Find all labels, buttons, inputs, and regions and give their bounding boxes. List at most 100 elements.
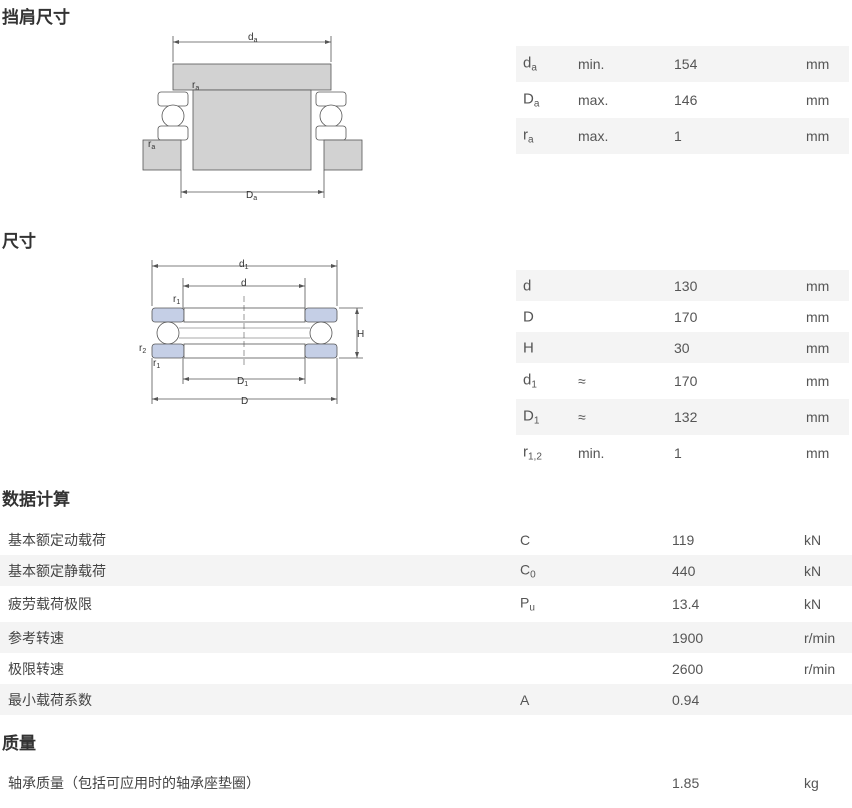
calc-label: 极限转速 xyxy=(8,661,64,678)
param-symbol: d1 xyxy=(523,372,537,391)
table-row: 疲劳载荷极限 Pu 13.4 kN xyxy=(0,586,852,622)
mass-table: 轴承质量（包括可应用时的轴承座垫圈） 1.85 kg xyxy=(0,765,852,801)
param-unit: mm xyxy=(806,277,830,294)
symbol-main: C xyxy=(520,561,531,577)
calc-value: 2600 xyxy=(672,660,704,677)
section-title-dimensions: 尺寸 xyxy=(2,232,36,252)
symbol-main: d xyxy=(523,54,532,72)
symbol-subscript: 0 xyxy=(530,569,536,580)
param-symbol: ra xyxy=(523,127,534,146)
calc-unit: kN xyxy=(804,531,822,548)
param-symbol: Pu xyxy=(520,595,535,614)
param-unit: mm xyxy=(806,92,830,108)
symbol-main: P xyxy=(520,594,530,611)
table-row: D1 ≈132 mm xyxy=(516,399,849,435)
symbol-subscript: a xyxy=(528,134,534,146)
param-unit: mm xyxy=(806,373,830,389)
symbol-subscript: 1 xyxy=(531,379,537,391)
section-title-mass: 质量 xyxy=(2,734,36,754)
label-r1-top: r1 xyxy=(173,294,180,306)
mass-value: 1.85 xyxy=(672,775,700,791)
table-row: d1 ≈170 mm xyxy=(516,363,849,399)
mass-unit: kg xyxy=(804,775,819,791)
param-value: 132 xyxy=(674,409,698,425)
param-value: 130 xyxy=(674,277,698,294)
section-title-abutment: 挡肩尺寸 xyxy=(2,8,70,28)
param-symbol: C0 xyxy=(520,561,536,580)
symbol-main: C xyxy=(520,531,531,548)
param-value: 30 xyxy=(674,339,690,356)
symbol-main: D xyxy=(523,308,534,325)
param-value: 154 xyxy=(674,56,698,72)
label-r2-bottom: r2 xyxy=(139,343,146,355)
calc-value: 13.4 xyxy=(672,596,700,612)
param-unit: mm xyxy=(806,56,830,72)
table-row: 极限转速 2600 r/min xyxy=(0,653,852,684)
symbol-subscript: a xyxy=(531,62,537,74)
symbol-subscript: u xyxy=(529,602,535,614)
symbol-main: D xyxy=(523,90,534,108)
symbol-main: D xyxy=(523,407,534,425)
calc-unit: kN xyxy=(804,596,822,612)
label-H: H xyxy=(357,329,364,340)
table-row: 最小载荷系数 A 0.94 xyxy=(0,684,852,715)
param-unit: mm xyxy=(806,339,830,356)
param-symbol: da xyxy=(523,55,537,74)
label-Da: Da xyxy=(246,190,257,202)
label-d: d xyxy=(241,278,247,289)
table-row: d 130 mm xyxy=(516,270,849,301)
label-ra-left: ra xyxy=(148,139,155,151)
param-unit: mm xyxy=(806,308,830,325)
param-symbol: H xyxy=(523,339,534,356)
param-value: 170 xyxy=(674,308,698,325)
label-da: da xyxy=(248,32,258,44)
symbol-subscript: 1,2 xyxy=(528,451,542,463)
param-unit: mm xyxy=(806,445,830,461)
param-condition: ≈ xyxy=(578,373,586,389)
mass-label: 轴承质量（包括可应用时的轴承座垫圈） xyxy=(8,776,260,792)
calc-label: 最小载荷系数 xyxy=(8,692,92,709)
param-unit: mm xyxy=(806,409,830,425)
dimensions-diagram: d1 d r1 r2 H r2 r1 D1 D xyxy=(139,259,364,407)
calc-value: 1900 xyxy=(672,629,704,646)
symbol-main: r xyxy=(523,443,528,461)
symbol-subscript: a xyxy=(533,98,540,110)
table-row: 轴承质量（包括可应用时的轴承座垫圈） 1.85 kg xyxy=(0,765,852,801)
calc-value: 119 xyxy=(672,531,695,548)
calc-unit: r/min xyxy=(804,660,836,677)
param-symbol: C xyxy=(520,532,530,548)
param-value: 170 xyxy=(674,373,698,389)
symbol-main: d xyxy=(523,371,532,389)
param-condition: min. xyxy=(578,56,605,72)
param-symbol: D xyxy=(523,308,534,325)
param-symbol: d xyxy=(523,277,531,294)
param-value: 1 xyxy=(674,128,682,144)
param-symbol: r1,2 xyxy=(523,444,542,463)
calc-label: 疲劳载荷极限 xyxy=(8,597,92,613)
label-D1: D1 xyxy=(237,376,248,388)
param-condition: ≈ xyxy=(578,409,586,425)
table-row: D 170 mm xyxy=(516,301,849,332)
table-row: H 30 mm xyxy=(516,332,849,363)
calc-label: 基本额定静载荷 xyxy=(8,563,106,580)
symbol-subscript: 1 xyxy=(533,415,540,427)
table-row: 基本额定静载荷 C0 440 kN xyxy=(0,555,852,586)
label-D: D xyxy=(241,396,248,407)
calc-value: 440 xyxy=(672,562,696,579)
param-symbol: Da xyxy=(523,91,539,110)
param-condition: max. xyxy=(578,92,609,108)
calc-unit: r/min xyxy=(804,629,836,646)
calc-value: 0.94 xyxy=(672,691,700,708)
symbol-main: d xyxy=(523,277,532,294)
param-symbol: A xyxy=(520,692,529,708)
param-condition: max. xyxy=(578,128,609,144)
label-r1-bottom: r1 xyxy=(153,358,160,370)
calc-unit: kN xyxy=(804,562,822,579)
